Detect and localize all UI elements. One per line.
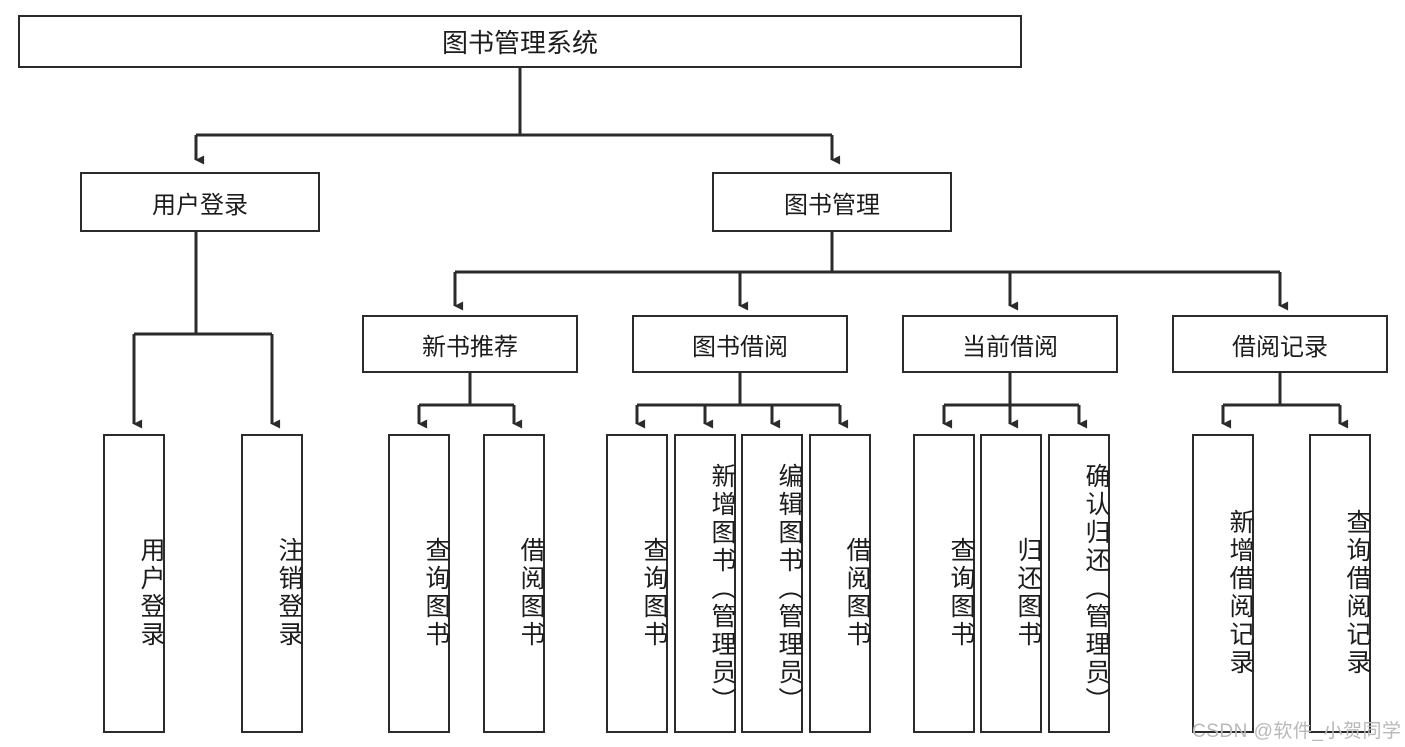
node-label: 查询图书 bbox=[640, 536, 668, 649]
leaf-book-borrow-add[interactable]: 新增图书（管理员） bbox=[674, 434, 736, 733]
node-label: 图书借阅 bbox=[692, 333, 788, 361]
leaf-book-borrow-query[interactable]: 查询图书 bbox=[606, 434, 668, 733]
leaf-new-book-query[interactable]: 查询图书 bbox=[388, 434, 450, 733]
node-label: 借阅图书 bbox=[517, 536, 545, 649]
node-label: 查询图书 bbox=[422, 536, 450, 649]
node-book-borrow[interactable]: 图书借阅 bbox=[632, 315, 848, 373]
node-label: 编辑图书（管理员） bbox=[775, 462, 803, 715]
csdn-watermark: CSDN @软件_小贺同学 bbox=[1192, 721, 1402, 742]
node-label: 借阅图书 bbox=[843, 536, 871, 649]
node-label: 用户登录 bbox=[152, 191, 248, 219]
node-label: 归还图书 bbox=[1014, 536, 1042, 649]
node-label: 注销登录 bbox=[275, 536, 303, 649]
leaf-book-borrow-borrow[interactable]: 借阅图书 bbox=[809, 434, 871, 733]
node-label: 新增图书（管理员） bbox=[708, 462, 736, 715]
node-label: 查询借阅记录 bbox=[1343, 508, 1371, 677]
node-label: 借阅记录 bbox=[1232, 333, 1328, 361]
leaf-borrow-record-query[interactable]: 查询借阅记录 bbox=[1309, 434, 1371, 733]
leaf-borrow-record-add[interactable]: 新增借阅记录 bbox=[1192, 434, 1254, 733]
leaf-current-borrow-query[interactable]: 查询图书 bbox=[913, 434, 975, 733]
node-label: 新增借阅记录 bbox=[1226, 508, 1254, 677]
node-label: 当前借阅 bbox=[962, 333, 1058, 361]
leaf-user-login-login[interactable]: 用户登录 bbox=[103, 434, 165, 733]
node-label: 用户登录 bbox=[137, 536, 165, 649]
node-label: 图书管理 bbox=[784, 191, 880, 219]
leaf-current-borrow-return[interactable]: 归还图书 bbox=[980, 434, 1042, 733]
node-label: 确认归还（管理员） bbox=[1082, 462, 1110, 715]
node-borrow-record[interactable]: 借阅记录 bbox=[1172, 315, 1388, 373]
node-user-login[interactable]: 用户登录 bbox=[80, 172, 320, 232]
node-root-system[interactable]: 图书管理系统 bbox=[18, 15, 1022, 68]
node-label: 图书管理系统 bbox=[441, 28, 598, 58]
node-label: 查询图书 bbox=[947, 536, 975, 649]
node-new-book-recommend[interactable]: 新书推荐 bbox=[362, 315, 578, 373]
node-label: 新书推荐 bbox=[422, 333, 518, 361]
leaf-book-borrow-edit[interactable]: 编辑图书（管理员） bbox=[741, 434, 803, 733]
node-book-management[interactable]: 图书管理 bbox=[712, 172, 952, 232]
leaf-current-borrow-confirm-return[interactable]: 确认归还（管理员） bbox=[1048, 434, 1110, 733]
leaf-new-book-borrow[interactable]: 借阅图书 bbox=[483, 434, 545, 733]
leaf-user-login-logout[interactable]: 注销登录 bbox=[241, 434, 303, 733]
node-current-borrow[interactable]: 当前借阅 bbox=[902, 315, 1118, 373]
